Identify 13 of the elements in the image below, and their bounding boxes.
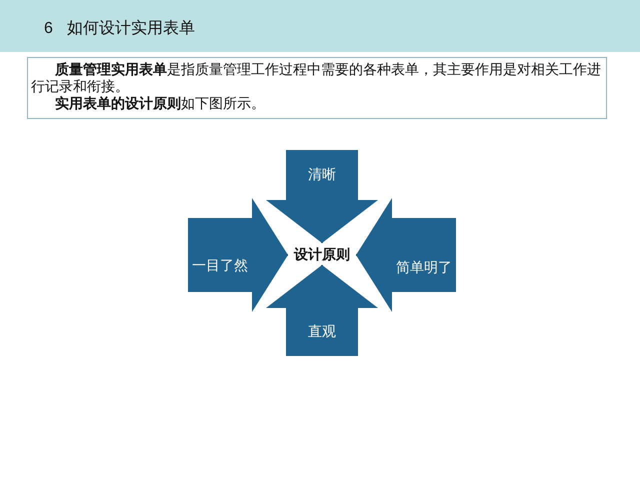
principle-box: 清晰 [286, 150, 358, 200]
slide-title: 6 如何设计实用表单 [44, 19, 195, 39]
arrow [266, 265, 378, 308]
principle-box: 简单明了 [392, 218, 456, 292]
principle-box: 一目了然 [188, 218, 252, 292]
arrow [356, 198, 392, 312]
arrow [252, 198, 288, 312]
principle-box: 直观 [286, 308, 358, 356]
center-heading: 设计原则 [288, 243, 356, 265]
intro-text-box [27, 57, 607, 119]
arrow [266, 200, 378, 243]
intro-paragraph: 实用表单的设计原则如下图所示。 [54, 95, 265, 112]
intro-paragraph: 质量管理实用表单是指质量管理工作过程中需要的各种表单，其主要作用是对相关工作进行记录和衔接。 [31, 61, 602, 95]
